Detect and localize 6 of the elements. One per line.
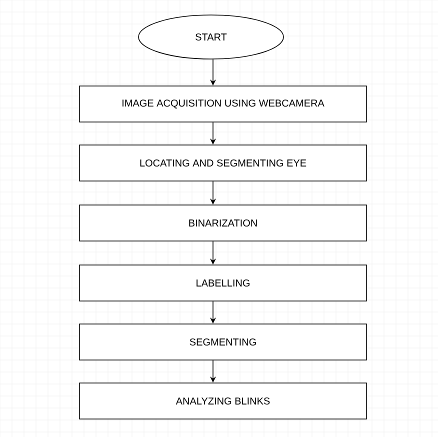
process-box: LABELLING bbox=[79, 264, 367, 302]
process-box: IMAGE ACQUISITION USING WEBCAMERA bbox=[79, 86, 367, 122]
process-box: ANALYZING BLINKS bbox=[79, 382, 367, 420]
process-box: SEGMENTING bbox=[79, 324, 367, 360]
process-box: BINARIZATION bbox=[79, 204, 367, 242]
process-box: LOCATING AND SEGMENTING EYE bbox=[79, 144, 367, 182]
